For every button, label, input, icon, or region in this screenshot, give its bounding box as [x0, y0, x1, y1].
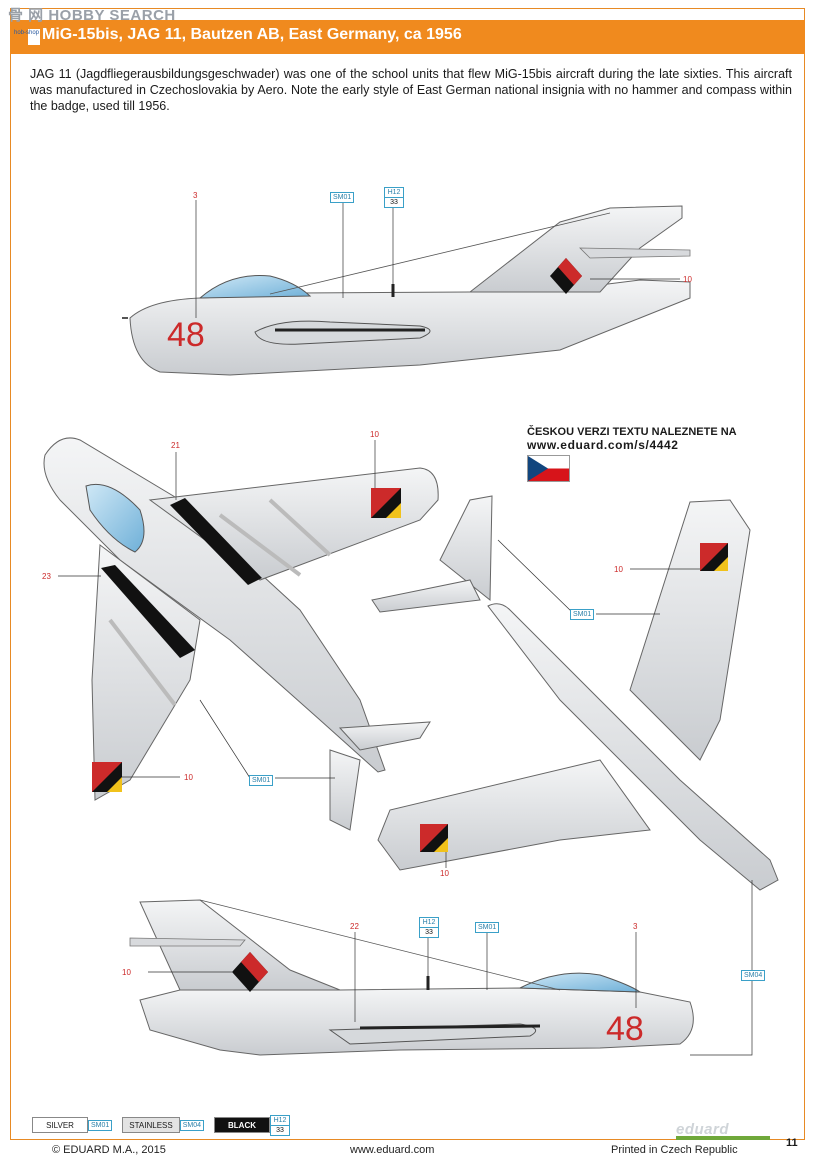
czech-note: ČESKOU VERZI TEXTU NALEZNETE NA www.edua…: [527, 426, 777, 452]
paint-legend: SILVER SM01 STAINLESS SM04 BLACK H12 33: [32, 1114, 291, 1136]
tag-sm04: SM04: [741, 970, 766, 981]
czech-line: ČESKOU VERZI TEXTU NALEZNETE NA: [527, 426, 737, 438]
intro-text: JAG 11 (Jagdfliegerausbildungsgeschwader…: [30, 67, 792, 113]
roundel-wing-bottom: [420, 824, 448, 852]
roundel-wing-left: [92, 762, 122, 792]
tag-h12-code: H12: [420, 918, 438, 928]
tag-sm01-top: SM01: [330, 192, 355, 203]
page-title: MiG-15bis, JAG 11, Bautzen AB, East Germ…: [42, 26, 462, 43]
page-frame: [10, 8, 805, 1140]
callout-22: 22: [350, 922, 359, 931]
profile-right-side: [129, 880, 753, 1056]
profile-bottom-view: [371, 495, 779, 891]
footer-copyright: © EDUARD M.A., 2015: [52, 1144, 166, 1156]
aircraft-number-bottom: 48: [606, 1010, 644, 1048]
callout-10-left: 10: [184, 773, 193, 782]
profile-left-side: [122, 200, 691, 376]
roundel-wing-top: [371, 488, 401, 518]
legend-stainless-code: SM04: [179, 1119, 205, 1131]
legend-black: BLACK: [214, 1117, 271, 1133]
callout-3-bottom: 3: [633, 922, 638, 931]
tag-h12-bottom: H12 33: [419, 917, 439, 938]
profile-letter: [28, 29, 40, 45]
page-number: 11: [786, 1137, 798, 1149]
watermark-logo: 骨 网 HOBBY SEARCH: [8, 4, 176, 25]
callout-3-top: 3: [193, 191, 198, 200]
callout-10-right: 10: [614, 565, 623, 574]
legend-silver: SILVER: [32, 1117, 88, 1133]
tag-h12-code: H12: [385, 188, 403, 198]
tag-33-code: 33: [390, 199, 398, 206]
tag-sm01-left: SM01: [249, 775, 274, 786]
eduard-logo: eduard: [676, 1121, 730, 1138]
callout-10-fin: 10: [122, 968, 131, 977]
aircraft-number-top: 48: [167, 316, 205, 354]
callout-10-lower: 10: [440, 869, 449, 878]
legend-silver-code: SM01: [88, 1119, 113, 1131]
callout-21: 21: [171, 441, 180, 450]
watermark-text: 骨 网 HOBBY SEARCH: [8, 7, 176, 24]
tag-sm01-right: SM01: [570, 609, 595, 620]
roundel-wing-right: [700, 543, 728, 571]
title-bar: MiG-15bis, JAG 11, Bautzen AB, East Germ…: [10, 20, 805, 54]
footer-printed: Printed in Czech Republic: [611, 1144, 738, 1156]
legend-33: 33: [276, 1126, 284, 1134]
watermark-sub: hob-shop: [14, 30, 40, 36]
legend-black-code: H12 33: [270, 1114, 291, 1136]
czech-url[interactable]: www.eduard.com/s/4442: [527, 438, 679, 452]
legend-stainless: STAINLESS: [122, 1117, 180, 1133]
callout-10-wing: 10: [370, 430, 379, 439]
callout-10-top: 10: [683, 275, 692, 284]
legend-h12: H12: [271, 1116, 290, 1126]
tag-h12-top: H12 33: [384, 187, 404, 208]
callout-23: 23: [42, 572, 51, 581]
tag-sm01-bottom: SM01: [475, 922, 500, 933]
roundel-fin-top: [550, 258, 582, 294]
roundel-fin-bottom: [232, 952, 268, 992]
profile-top-view: [43, 437, 439, 831]
tag-33-code: 33: [425, 929, 433, 936]
eduard-logo-bar: [676, 1136, 770, 1140]
footer-website[interactable]: www.eduard.com: [350, 1144, 435, 1156]
czech-flag-icon: [527, 455, 570, 482]
